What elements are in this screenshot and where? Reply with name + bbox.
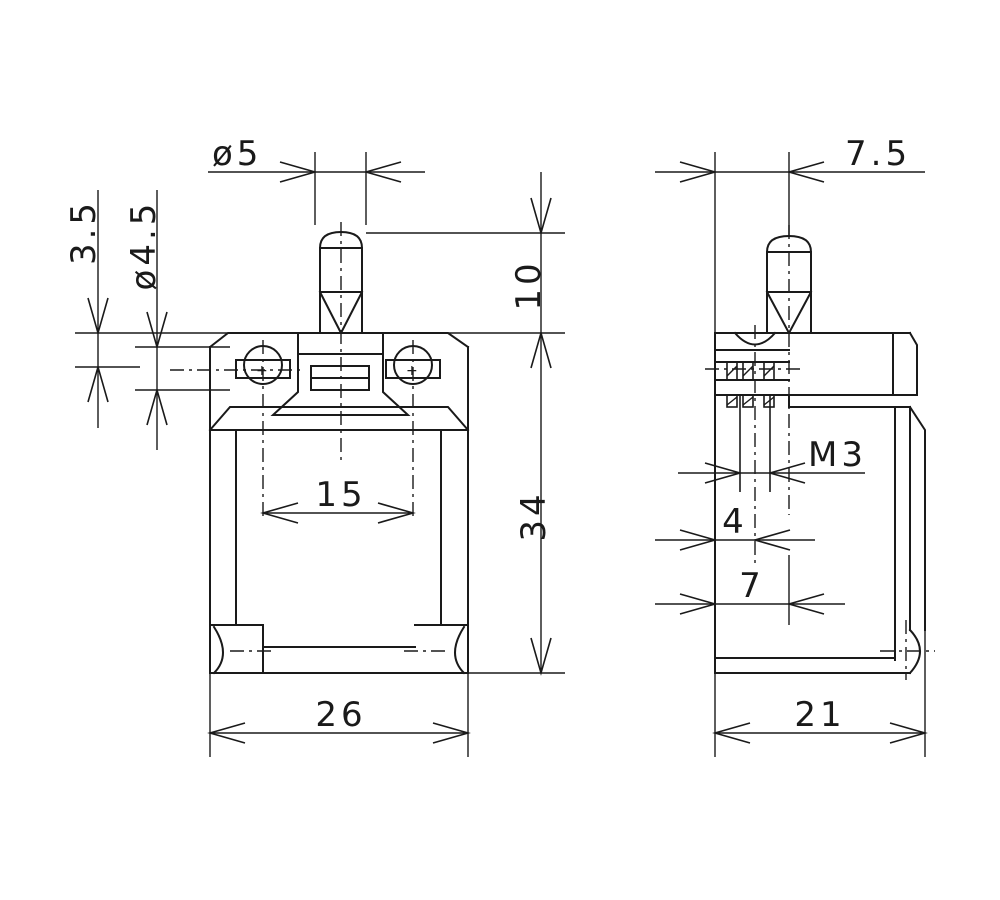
label-body-width: 26 <box>315 695 366 735</box>
label-thread-depth: 4 <box>722 502 748 542</box>
dimension-body-width: 26 <box>207 673 471 757</box>
svg-text:+: + <box>406 363 418 379</box>
front-view: + + <box>170 222 470 675</box>
dimension-hole-depth: 7 <box>655 555 845 625</box>
label-body-depth: 21 <box>794 695 845 735</box>
dimension-thread-depth: 4 <box>655 502 815 551</box>
side-view <box>705 225 935 680</box>
label-hole-spacing: 15 <box>315 475 366 515</box>
side-thread-insert <box>705 325 800 565</box>
label-hole-depth: 7 <box>739 566 765 606</box>
label-plunger-offset: 7.5 <box>845 134 911 174</box>
dimension-plunger-diameter: ø5 <box>208 134 425 225</box>
dimension-hole-spacing: 15 <box>260 475 416 524</box>
front-plunger <box>318 222 364 460</box>
dimension-plunger-offset: 7.5 <box>655 134 925 333</box>
side-housing <box>714 331 935 680</box>
dimension-plunger-height: 10 <box>366 172 565 333</box>
label-body-height: 34 <box>514 490 554 541</box>
label-hole-offset: 3.5 <box>64 199 104 265</box>
dimension-thread: M3 <box>678 435 867 484</box>
dimension-hole-offset: 3.5 <box>64 190 140 428</box>
dimension-body-depth: 21 <box>712 630 928 757</box>
front-body <box>208 406 470 675</box>
label-plunger-height: 10 <box>509 259 549 310</box>
svg-text:+: + <box>256 363 268 379</box>
dimension-hole-diameter: ø4.5 <box>124 190 230 450</box>
label-hole-diameter: ø4.5 <box>124 200 164 291</box>
label-plunger-diameter: ø5 <box>212 134 262 174</box>
label-thread: M3 <box>808 435 867 475</box>
front-housing-top <box>208 332 470 674</box>
